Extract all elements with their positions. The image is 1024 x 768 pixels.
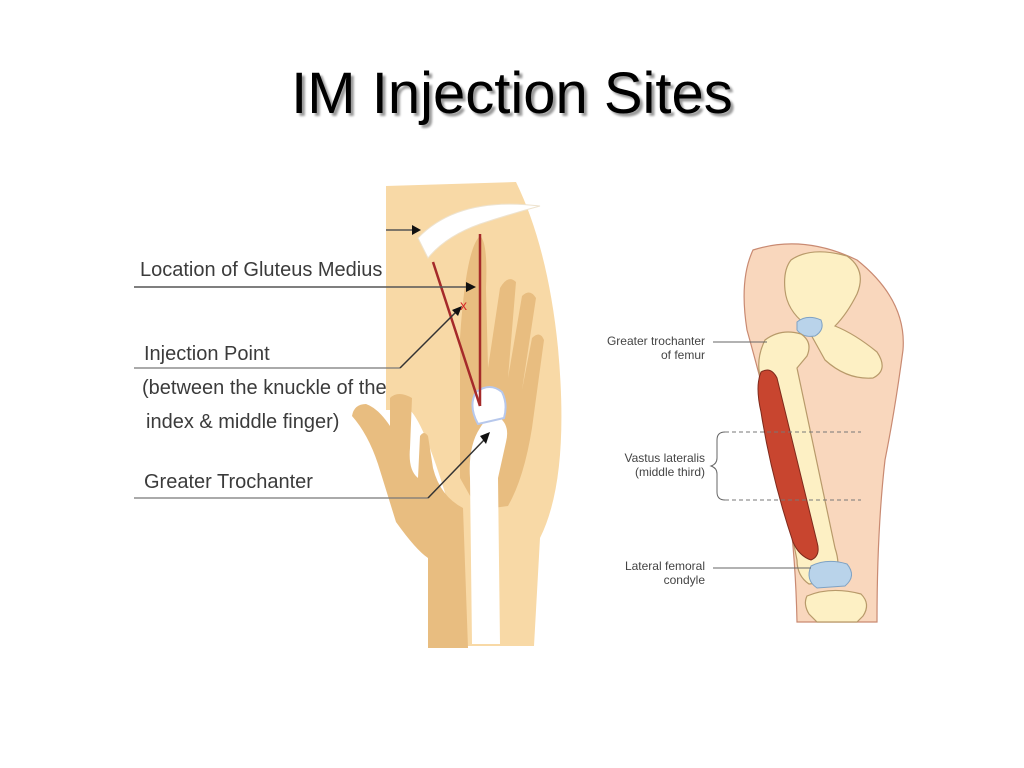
label-vastus-lateralis-line2: (middle third) xyxy=(635,465,705,479)
iliac-crest xyxy=(417,203,541,259)
label-greater-trochanter-line1: Greater trochanter xyxy=(607,334,705,348)
label-lateral-condyle-line2: condyle xyxy=(664,573,706,587)
label-lateral-condyle-line1: Lateral femoral xyxy=(625,559,705,573)
label-injection-point-detail-1: (between the knuckle of the xyxy=(142,377,387,399)
guide-line-index-finger xyxy=(431,261,482,407)
vastus-lateralis-muscle xyxy=(757,369,819,561)
pointer-line-injection-point xyxy=(399,309,459,369)
label-greater-trochanter-line2: of femur xyxy=(661,348,705,362)
slide-title: IM Injection Sites xyxy=(291,61,733,126)
arrowhead-gluteus-medius xyxy=(466,282,476,292)
label-injection-point-detail-2: index & middle finger) xyxy=(146,411,339,433)
label-greater-trochanter: Greater Trochanter xyxy=(144,471,313,493)
tibia-bone xyxy=(804,589,868,623)
pointer-line-greater-trochanter xyxy=(427,439,485,499)
knee-cartilage xyxy=(808,560,852,589)
femur-bone xyxy=(469,417,508,644)
label-vastus-lateralis-line1: Vastus lateralis xyxy=(625,451,705,465)
label-injection-point: Injection Point xyxy=(144,343,270,365)
vastus-lateralis-diagram: Greater trochanter of femur Vastus later… xyxy=(607,243,904,623)
ventrogluteal-diagram: x Location of Gluteus Medius Injection P… xyxy=(134,182,562,648)
arrowhead-iliac-crest xyxy=(412,225,421,235)
hand-silhouette xyxy=(352,394,468,648)
injection-mark-x: x xyxy=(460,297,467,313)
label-gluteus-medius: Location of Gluteus Medius xyxy=(140,259,382,281)
pelvis-bone xyxy=(784,251,883,379)
greater-trochanter-bone xyxy=(471,386,507,426)
arrowhead-greater-trochanter xyxy=(480,432,490,444)
arrowhead-injection-point xyxy=(452,306,462,316)
middle-third-brace xyxy=(709,431,726,501)
